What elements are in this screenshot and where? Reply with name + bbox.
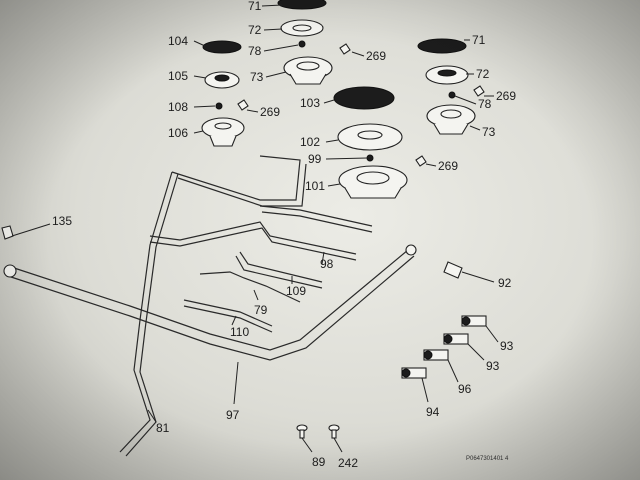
label-109: 109 bbox=[286, 284, 306, 298]
label-98: 98 bbox=[320, 257, 334, 271]
tap-93-a bbox=[461, 315, 487, 327]
label-103: 103 bbox=[300, 96, 320, 110]
manifold-end bbox=[3, 264, 17, 278]
burner-cap-103 bbox=[333, 86, 395, 110]
label-110: 110 bbox=[230, 325, 249, 339]
label-93-b: 93 bbox=[486, 359, 500, 373]
label-73-right: 73 bbox=[482, 125, 496, 139]
label-99: 99 bbox=[308, 152, 322, 166]
leader-lines bbox=[11, 4, 499, 453]
label-92: 92 bbox=[498, 276, 512, 290]
burner-cap-71-top bbox=[277, 0, 327, 10]
label-106: 106 bbox=[168, 126, 188, 140]
left-burner-assembly bbox=[201, 40, 245, 147]
label-78-top: 78 bbox=[248, 44, 262, 58]
injector-108 bbox=[215, 102, 223, 110]
tap-94 bbox=[401, 367, 427, 379]
burner-cap-104 bbox=[202, 40, 242, 54]
washer-242 bbox=[328, 424, 340, 439]
label-269-a: 269 bbox=[366, 49, 386, 63]
label-269-b: 269 bbox=[260, 105, 280, 119]
label-96: 96 bbox=[458, 382, 472, 396]
label-79: 79 bbox=[254, 303, 268, 317]
center-burner-assembly bbox=[333, 86, 408, 199]
gas-taps bbox=[401, 261, 487, 379]
drawing-reference-code: P0647301401 4 bbox=[466, 456, 509, 462]
label-73-mid: 73 bbox=[250, 70, 264, 84]
label-71-top: 71 bbox=[248, 0, 262, 13]
label-71-right: 71 bbox=[472, 33, 486, 47]
injector-78-right bbox=[448, 91, 456, 99]
part-135 bbox=[1, 225, 14, 240]
label-105: 105 bbox=[168, 69, 188, 83]
injector-78-top bbox=[298, 40, 306, 48]
gas-pipework bbox=[3, 155, 417, 457]
label-81: 81 bbox=[156, 421, 170, 435]
label-72-right: 72 bbox=[476, 67, 490, 81]
right-burner-assembly bbox=[417, 38, 476, 135]
label-108: 108 bbox=[168, 100, 188, 114]
label-93-a: 93 bbox=[500, 339, 514, 353]
screw-set-269 bbox=[237, 43, 485, 167]
washer-89 bbox=[296, 424, 308, 439]
label-104: 104 bbox=[168, 34, 188, 48]
tap-93-b bbox=[443, 333, 469, 345]
label-89: 89 bbox=[312, 455, 326, 469]
part-number-labels: 71 72 78 104 269 71 105 73 72 108 269 10… bbox=[52, 0, 516, 470]
tap-96 bbox=[423, 349, 449, 361]
top-burner-assembly bbox=[277, 0, 333, 85]
label-94: 94 bbox=[426, 405, 440, 419]
label-242: 242 bbox=[338, 456, 358, 470]
label-135: 135 bbox=[52, 214, 72, 228]
label-101: 101 bbox=[305, 179, 325, 193]
label-269-d: 269 bbox=[438, 159, 458, 173]
label-72-top: 72 bbox=[248, 23, 262, 37]
label-269-c: 269 bbox=[496, 89, 516, 103]
label-97: 97 bbox=[226, 408, 240, 422]
injector-99 bbox=[366, 154, 374, 162]
tap-92 bbox=[443, 261, 463, 279]
label-102: 102 bbox=[300, 135, 320, 149]
burner-cap-71-right bbox=[417, 38, 467, 54]
label-78-right: 78 bbox=[478, 97, 492, 111]
